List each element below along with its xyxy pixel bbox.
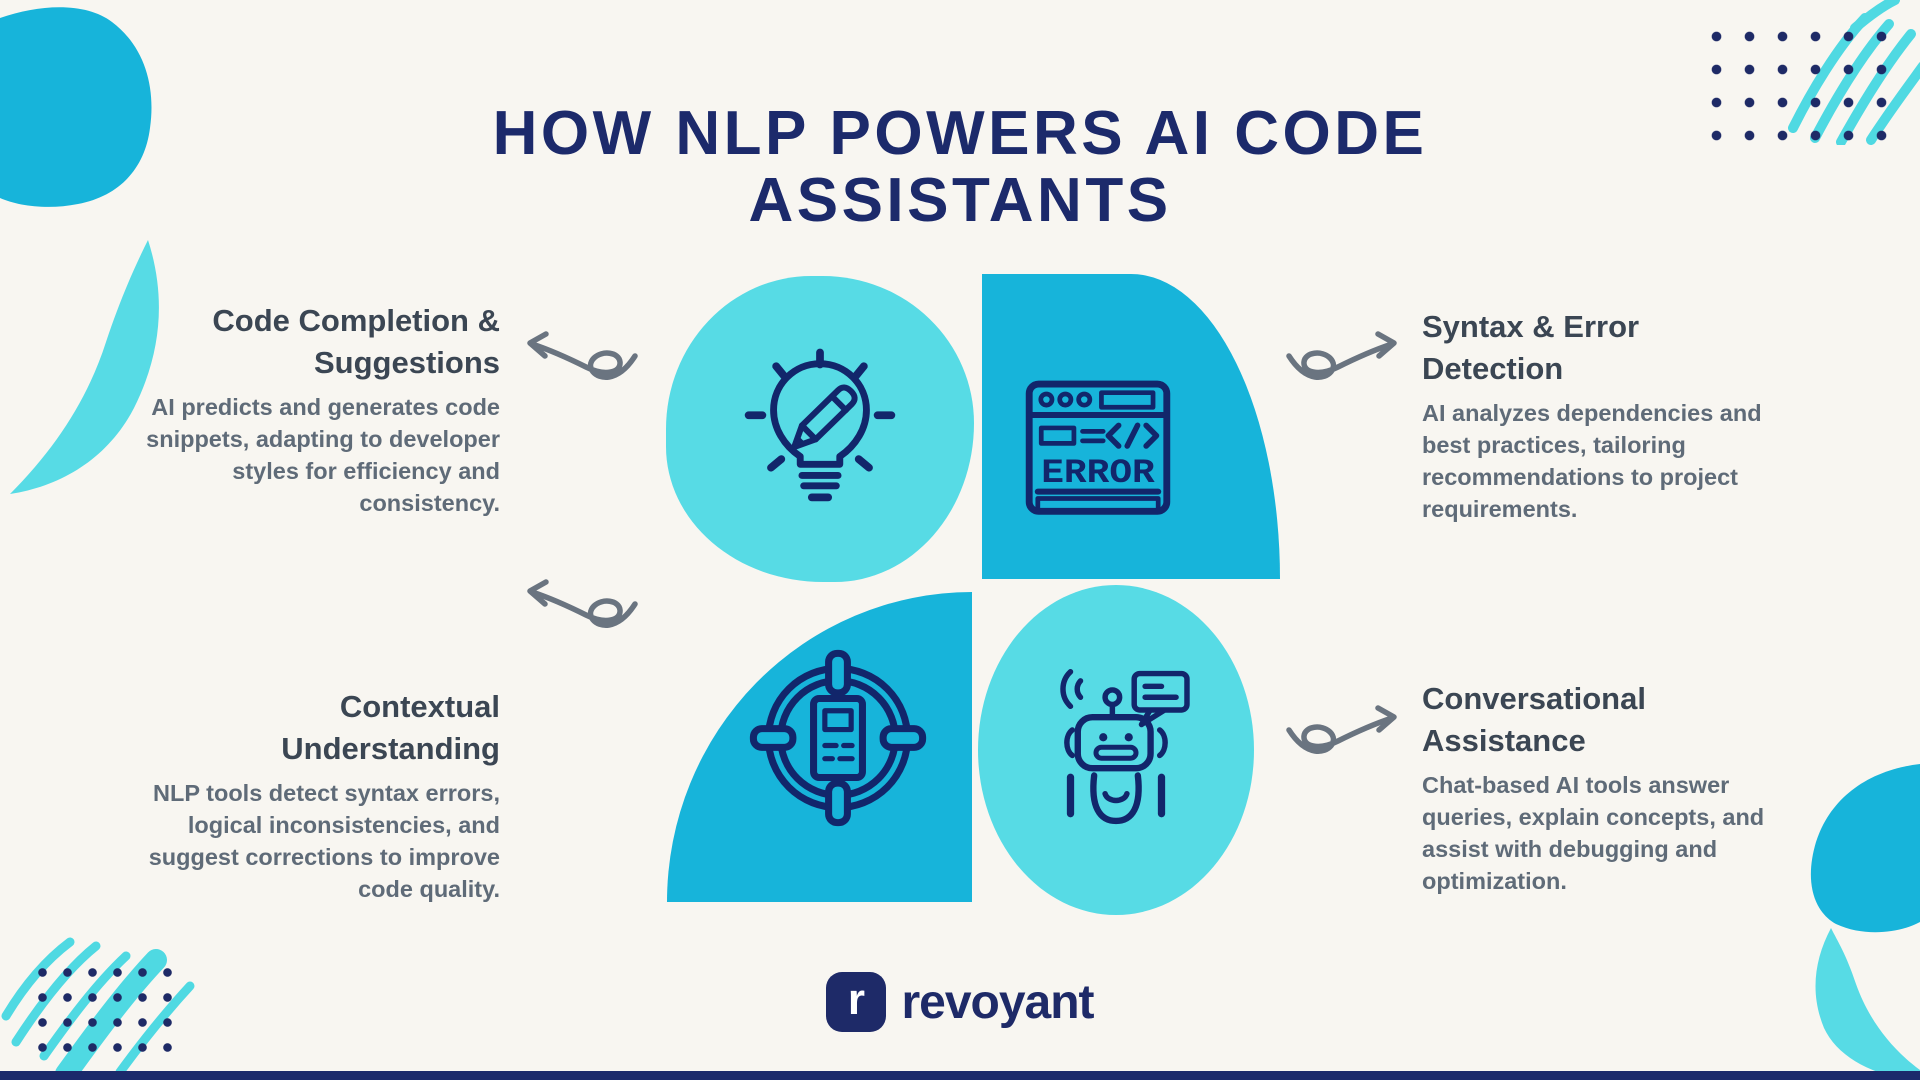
feature-syntax-error: Syntax & Error Detection AI analyzes dep… — [1422, 306, 1790, 525]
feature-body: AI predicts and generates code snippets,… — [146, 394, 500, 516]
heading-line: Syntax & Error — [1422, 309, 1640, 344]
feature-heading: Contextual Understanding — [132, 686, 500, 770]
error-label: ERROR — [1041, 454, 1155, 493]
feature-body: AI analyzes dependencies and best practi… — [1422, 400, 1762, 522]
heading-line: Understanding — [281, 731, 500, 766]
feature-body: Chat-based AI tools answer queries, expl… — [1422, 772, 1765, 894]
quadrant-conversational — [978, 585, 1254, 915]
page-title-line2: ASSISTANTS — [748, 166, 1172, 235]
heading-line: Conversational — [1422, 681, 1646, 716]
chatbot-icon — [1025, 659, 1207, 841]
curved-arrow-icon — [1280, 700, 1402, 762]
feature-code-completion: Code Completion & Suggestions AI predict… — [132, 300, 500, 519]
curved-arrow-icon — [522, 574, 644, 636]
feature-body: NLP tools detect syntax errors, logical … — [148, 780, 500, 902]
feature-contextual: Contextual Understanding NLP tools detec… — [132, 686, 500, 905]
target-document-icon — [744, 644, 932, 832]
feature-conversational: Conversational Assistance Chat-based AI … — [1422, 678, 1790, 897]
page-title-line1: HOW NLP POWERS AI CODE — [492, 99, 1428, 168]
quadrant-code-completion — [666, 276, 974, 582]
brand-logo: r revoyant — [0, 972, 1920, 1032]
page-title: HOW NLP POWERS AI CODE ASSISTANTS — [0, 100, 1920, 234]
feature-heading: Conversational Assistance — [1422, 678, 1790, 762]
logo-name: revoyant — [901, 975, 1094, 1029]
curved-arrow-icon — [522, 326, 644, 388]
feature-heading: Code Completion & Suggestions — [132, 300, 500, 384]
feature-heading: Syntax & Error Detection — [1422, 306, 1790, 390]
heading-line: Contextual — [339, 689, 500, 724]
quadrant-contextual — [667, 592, 972, 902]
curved-arrow-icon — [1280, 326, 1402, 388]
heading-line: Detection — [1422, 351, 1564, 386]
bottom-accent-bar — [0, 1071, 1920, 1080]
logo-mark-icon: r — [826, 972, 887, 1032]
heading-line: Code Completion & — [212, 303, 500, 338]
quadrant-syntax-error: ERROR — [982, 274, 1280, 579]
heading-line: Suggestions — [313, 345, 500, 380]
top-left-blob-decoration — [0, 7, 159, 494]
heading-line: Assistance — [1422, 723, 1586, 758]
bottom-right-blob-decoration — [1810, 764, 1920, 1080]
error-window-icon: ERROR — [1012, 360, 1184, 532]
bottom-left-dot-grid — [30, 960, 182, 1062]
top-right-dot-grid — [1700, 20, 1900, 154]
lightbulb-pencil-icon — [734, 343, 906, 515]
